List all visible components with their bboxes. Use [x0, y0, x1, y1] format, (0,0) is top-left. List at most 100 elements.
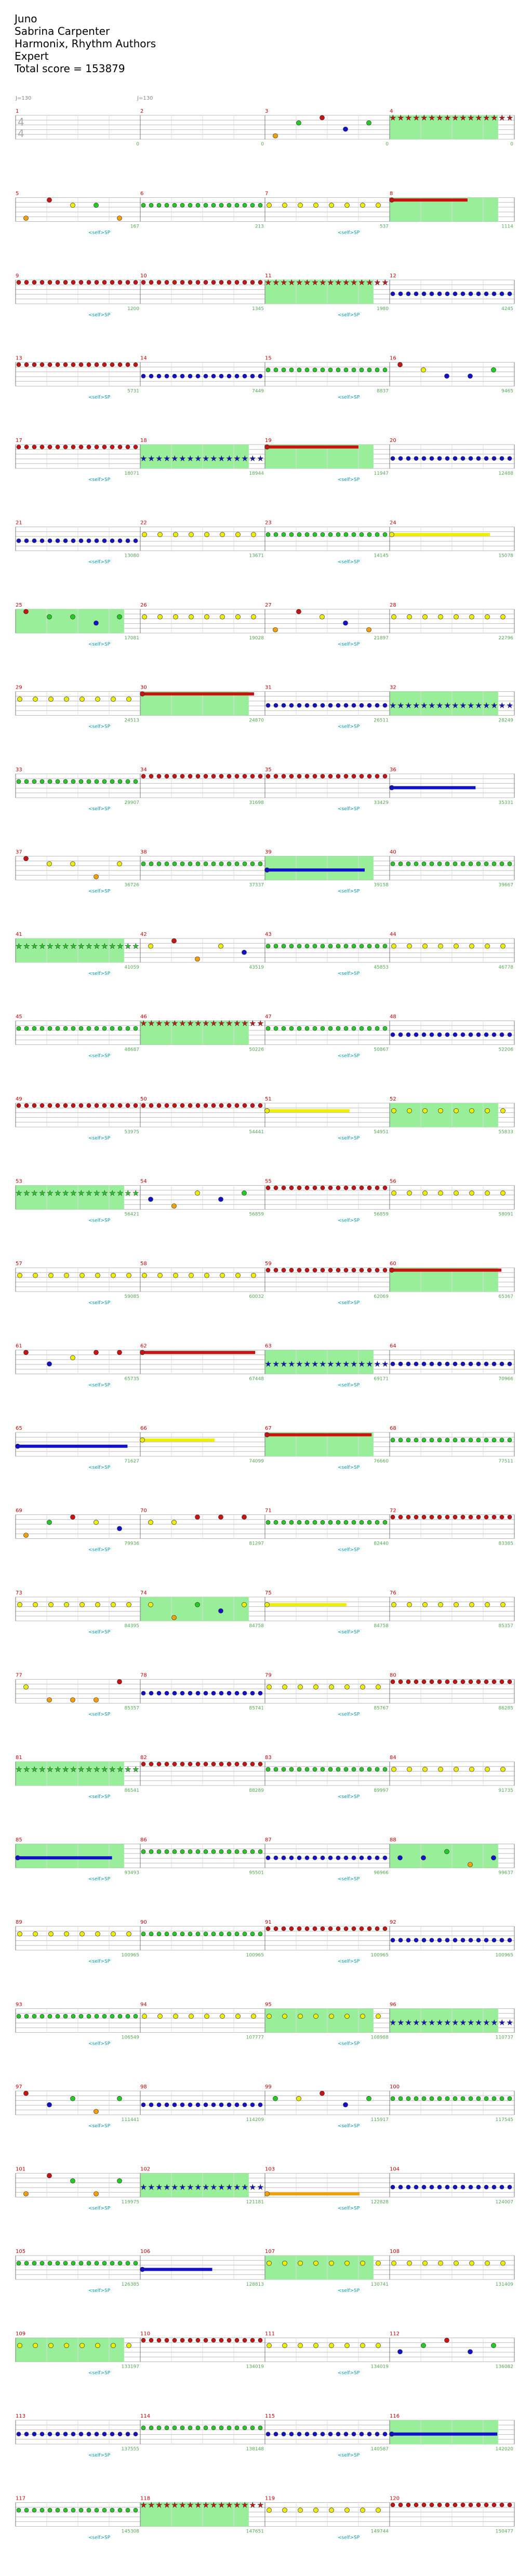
sp-label: <self>SP: [88, 1054, 111, 1059]
note: [94, 1697, 99, 1702]
sp-label: <self>SP: [338, 560, 360, 565]
measure-number: 16: [390, 356, 396, 361]
measure-score: 55833: [498, 1130, 513, 1135]
measure-score: 100965: [371, 1953, 389, 1958]
star-note: ★: [343, 279, 350, 287]
note: [258, 373, 263, 379]
note: [414, 1032, 419, 1037]
measure-number: 25: [16, 602, 22, 608]
measure-score: 85767: [374, 1706, 389, 1711]
note: [304, 532, 310, 537]
star-note: ★: [444, 2019, 451, 2027]
song-title: Juno: [15, 12, 37, 25]
measure-score: 128813: [246, 2282, 264, 2287]
note: [281, 532, 286, 537]
note: [102, 280, 107, 285]
note: [149, 280, 154, 285]
note: [157, 2014, 163, 2019]
measure-number: 85: [16, 1837, 22, 1843]
note: [453, 1514, 458, 1520]
note: [313, 2260, 318, 2266]
measure-number: 107: [265, 2249, 275, 2255]
measure-number: 39: [265, 850, 272, 855]
note: [79, 1602, 85, 1607]
sp-label: <self>SP: [88, 889, 111, 894]
note: [484, 2184, 489, 2190]
note: [359, 774, 364, 779]
note: [86, 538, 91, 543]
measure-number: 83: [265, 1755, 272, 1761]
note: [211, 1762, 216, 1766]
note: [414, 291, 419, 297]
measure-score: 65735: [124, 1377, 139, 1382]
note: [351, 1855, 356, 1860]
note: [95, 1602, 100, 1607]
note: [126, 1931, 131, 1937]
note: [359, 1855, 364, 1860]
note: [149, 203, 154, 208]
note: [367, 1520, 372, 1525]
note: [375, 1268, 380, 1272]
note: [242, 1602, 247, 1607]
note: [125, 2261, 130, 2266]
star-note: ★: [304, 1360, 311, 1369]
measure-number: 118: [140, 2496, 150, 2502]
measure-number: 41: [16, 932, 22, 937]
note: [203, 373, 208, 379]
note: [117, 538, 123, 543]
note: [320, 367, 325, 372]
note: [189, 614, 194, 620]
measure-score: 22796: [498, 636, 513, 641]
note: [33, 696, 38, 702]
note: [70, 203, 75, 208]
measure-number: 72: [390, 1508, 396, 1514]
note: [454, 1602, 459, 1607]
measure-number: 13: [16, 356, 22, 361]
note: [390, 1679, 395, 1684]
note: [258, 1103, 263, 1108]
note: [234, 280, 240, 285]
note: [125, 538, 130, 543]
note: [55, 2507, 60, 2513]
note: [16, 2261, 21, 2266]
note: [180, 2425, 185, 2431]
note: [133, 2261, 138, 2266]
note: [102, 1103, 107, 1108]
note: [468, 2502, 473, 2507]
note: [367, 1767, 372, 1772]
note: [289, 1855, 294, 1860]
note: [421, 1032, 427, 1037]
note: [86, 445, 91, 449]
measure-score: 111441: [122, 2117, 139, 2123]
note: [164, 861, 169, 866]
measure-number: 5: [16, 191, 19, 197]
sp-label: <self>SP: [338, 1712, 360, 1718]
measure-score: 50226: [249, 1048, 264, 1053]
star-note: ★: [171, 1019, 178, 1028]
note: [320, 1520, 325, 1525]
note: [329, 1684, 334, 1690]
note: [375, 1855, 380, 1860]
note: [297, 367, 302, 372]
note: [491, 1938, 497, 1943]
note: [218, 1197, 223, 1202]
measure-score: 28249: [498, 718, 513, 723]
note: [94, 2261, 99, 2266]
star-power-band: [390, 115, 498, 139]
note: [344, 203, 350, 208]
note: [111, 1931, 116, 1937]
note: [111, 2343, 116, 2349]
note: [312, 1268, 317, 1272]
sp-label: <self>SP: [88, 642, 111, 647]
note: [414, 861, 419, 866]
note: [39, 538, 45, 543]
note: [55, 2014, 60, 2019]
sustain-bar: [267, 2192, 360, 2196]
measure-score: 13671: [249, 554, 264, 559]
note: [336, 1767, 341, 1772]
star-note: ★: [101, 943, 108, 951]
note: [429, 1938, 434, 1943]
note: [375, 703, 380, 708]
star-note: ★: [397, 702, 404, 710]
